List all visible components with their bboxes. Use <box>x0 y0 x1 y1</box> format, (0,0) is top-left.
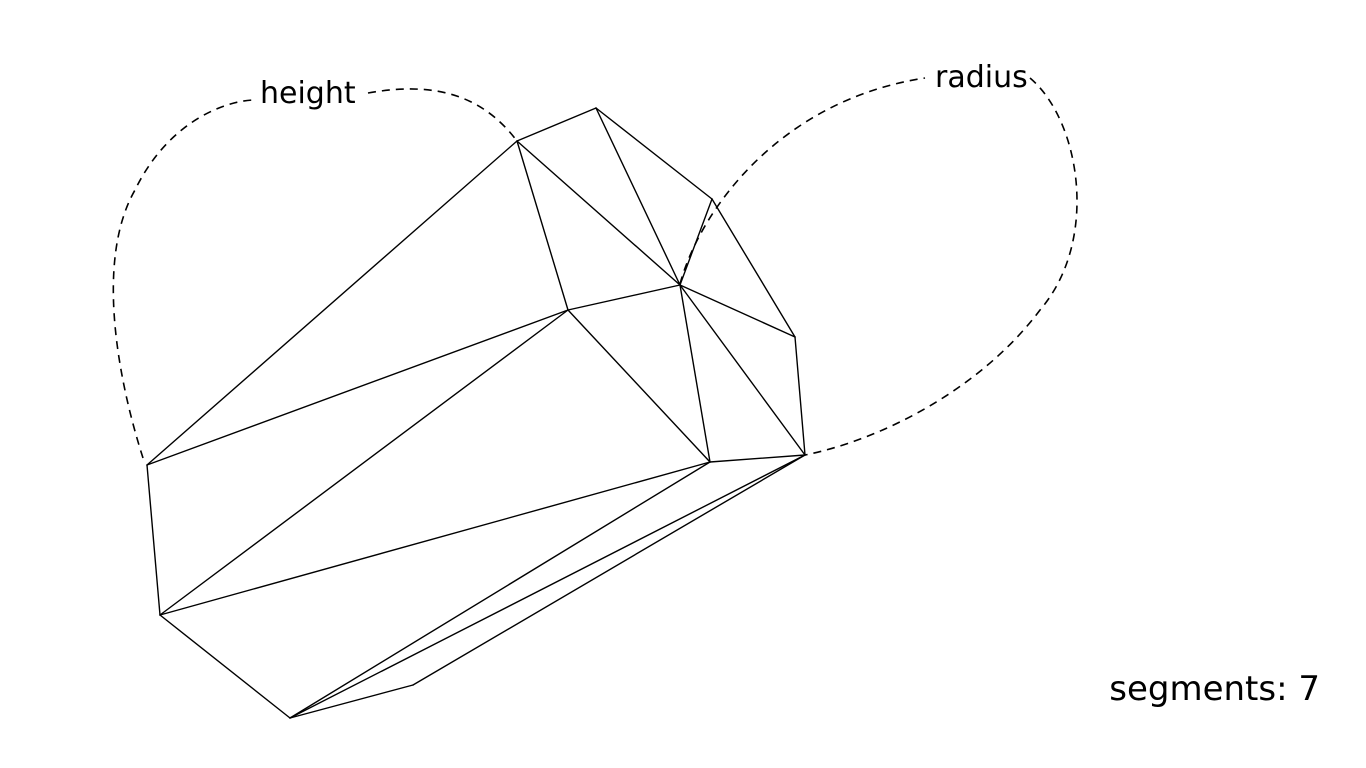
edge <box>679 284 796 338</box>
radius-dimension-curve <box>679 77 926 285</box>
edge <box>516 107 597 142</box>
edge <box>289 684 414 719</box>
radius-dimension-curve-right <box>804 77 1078 456</box>
edge <box>289 454 806 719</box>
edge <box>679 284 711 463</box>
edge <box>794 336 806 456</box>
edge <box>711 198 796 338</box>
edge <box>146 464 161 616</box>
edge <box>159 461 711 616</box>
edge <box>595 107 713 200</box>
edge <box>159 309 569 616</box>
edge <box>567 284 681 311</box>
segments-label: segments: 7 <box>1109 669 1320 709</box>
edge <box>159 614 291 719</box>
edge <box>412 454 806 686</box>
cylinder-edges <box>146 107 806 719</box>
height-dimension-curve <box>112 99 256 459</box>
edge <box>146 309 569 466</box>
edge <box>709 454 806 463</box>
edge <box>516 140 569 311</box>
edge <box>679 284 806 456</box>
edge <box>289 461 711 719</box>
edge <box>595 107 681 286</box>
height-dimension-curve-right <box>367 88 518 142</box>
edge <box>146 140 518 466</box>
height-label: height <box>260 76 356 111</box>
edge <box>516 140 681 286</box>
edge <box>679 198 713 286</box>
radius-label: radius <box>935 60 1028 95</box>
edge <box>567 309 711 463</box>
